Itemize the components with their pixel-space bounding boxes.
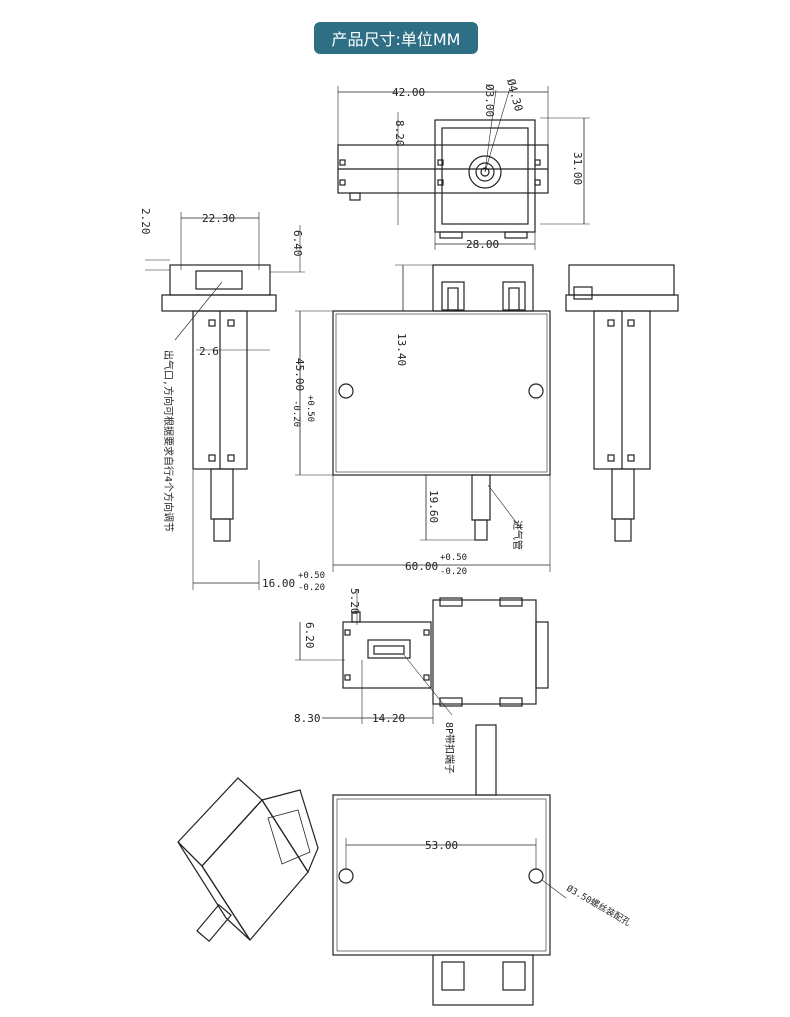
dim-left-cap: 2.20 bbox=[139, 208, 152, 235]
bottom-view bbox=[332, 724, 567, 1006]
dim-left-width: 22.30 bbox=[202, 212, 235, 225]
dim-hole-small: Ø3.00 bbox=[483, 84, 496, 117]
dim-front-height: 45.00 bbox=[293, 358, 306, 391]
dim-connector-a: 5.20 bbox=[348, 588, 361, 615]
connector-8p bbox=[367, 639, 411, 659]
dim-front-valve-height: 13.40 bbox=[395, 333, 408, 366]
isometric-nozzle bbox=[196, 903, 232, 943]
front-view bbox=[295, 264, 551, 572]
dim-front-width-tol-minus: -0.20 bbox=[440, 567, 467, 577]
right-side-view bbox=[565, 264, 679, 542]
dim-connector-d: 14.20 bbox=[372, 712, 405, 725]
dim-left-depth-tol-plus: +0.50 bbox=[298, 571, 325, 581]
dim-hole-spacing: 53.00 bbox=[425, 839, 458, 852]
connector-view bbox=[295, 590, 549, 724]
dim-left-top-offset: 6.40 bbox=[291, 230, 304, 257]
dim-connector-c: 8.30 bbox=[294, 712, 321, 725]
dim-left-side: 2.6 bbox=[199, 345, 219, 358]
bottom-view-body bbox=[332, 794, 551, 956]
dim-front-height-tol-minus: -0.20 bbox=[291, 400, 301, 427]
connector-label: 8P带扣端子 bbox=[443, 722, 456, 774]
dim-top-width: 42.00 bbox=[392, 86, 425, 99]
mount-hole-label: Ø3.50螺丝装配孔 bbox=[565, 882, 633, 928]
front-view-body bbox=[332, 310, 551, 476]
inlet-nozzle bbox=[471, 474, 491, 521]
bottom-nozzle bbox=[475, 724, 497, 796]
dim-top-height: 31.00 bbox=[571, 152, 584, 185]
mount-hole-bottom-right bbox=[528, 868, 544, 884]
dim-front-height-tol-plus: +0.50 bbox=[305, 395, 315, 422]
dim-hole-large: Ø4.30 bbox=[504, 77, 525, 112]
valve-port-inner bbox=[475, 162, 495, 182]
dim-nozzle-length: 19.60 bbox=[427, 490, 440, 523]
mount-hole-right bbox=[528, 383, 544, 399]
inlet-label: 进气管 bbox=[511, 520, 524, 550]
valve-port-outer bbox=[468, 155, 502, 189]
dim-valve-width: 28.00 bbox=[466, 238, 499, 251]
isometric-view bbox=[177, 777, 319, 943]
dim-left-depth-tol-minus: -0.20 bbox=[298, 583, 325, 593]
dim-left-depth: 16.00 bbox=[262, 577, 295, 590]
outlet-note: 出气口,方向可根据要求自行4个方向调节 bbox=[162, 350, 175, 532]
dim-top-slot: 8.20 bbox=[393, 120, 406, 147]
left-side-view bbox=[145, 212, 305, 590]
mount-hole-bottom-left bbox=[338, 868, 354, 884]
mount-hole-left bbox=[338, 383, 354, 399]
top-view bbox=[337, 86, 590, 250]
dim-connector-b: 6.20 bbox=[303, 622, 316, 649]
page-title: 产品尺寸:单位MM bbox=[314, 22, 478, 54]
dim-front-width: 60.00 bbox=[405, 560, 438, 573]
dim-front-width-tol-plus: +0.50 bbox=[440, 553, 467, 563]
